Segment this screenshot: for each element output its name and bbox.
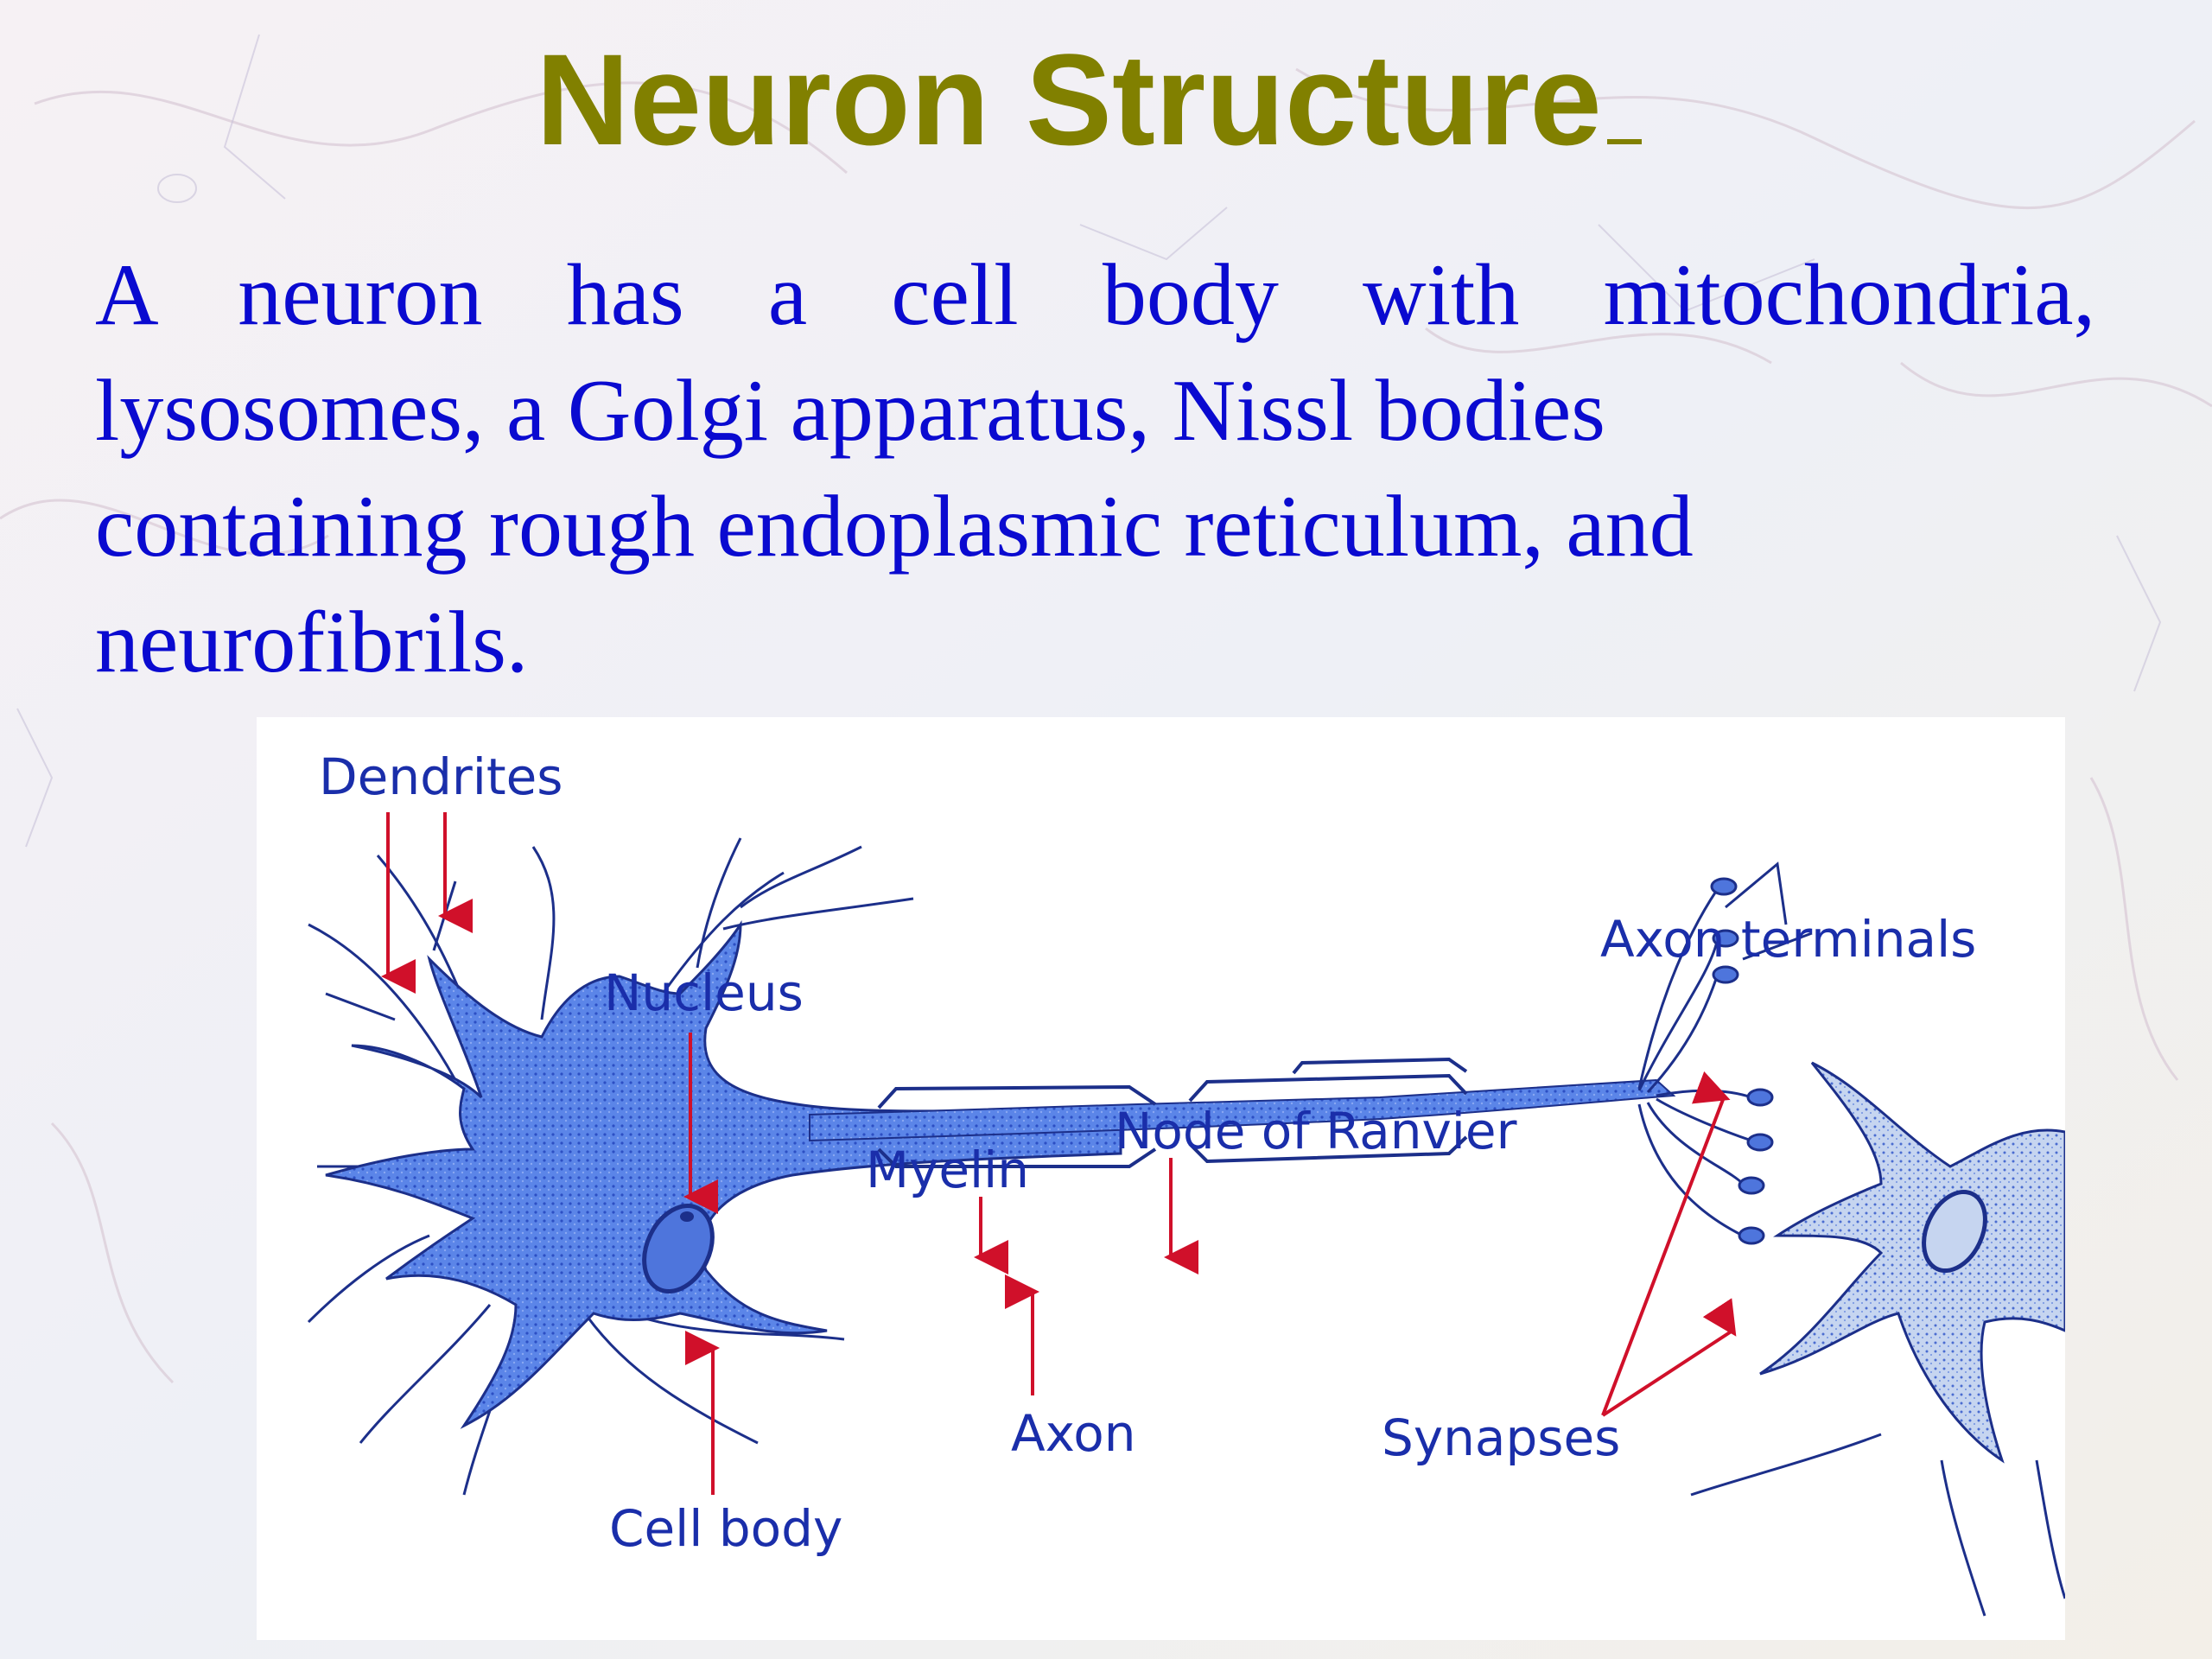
body-line-2: lysosomes, a Golgi apparatus, Nissl bodi… — [95, 362, 1605, 460]
myelin-sheaths — [877, 1057, 1468, 1168]
second-nucleus-shape — [1922, 1189, 1987, 1274]
synaptic-knobs — [1710, 877, 1774, 1245]
label-myelin: Myelin — [866, 1141, 1030, 1199]
label-synapses: Synapses — [1382, 1408, 1621, 1467]
slide-title-text: Neuron Structure — [536, 27, 1602, 172]
body-line-4: neurofibrils. — [95, 594, 529, 691]
neuron-diagram: Dendrites Nucleus Myelin Node of Ranvier… — [257, 717, 2065, 1640]
label-dendrites: Dendrites — [319, 747, 563, 806]
cell-body-shape — [325, 920, 1122, 1429]
second-neuron-shape — [1759, 1061, 2065, 1464]
body-line-1: A neuron has a cell body with mitochondr… — [95, 246, 2095, 344]
axon-shaft — [809, 1078, 1676, 1142]
label-cell-body: Cell body — [609, 1499, 843, 1558]
slide-body-text: A neuron has a cell body with mitochondr… — [95, 238, 2095, 701]
pointer-arrows — [381, 812, 1737, 1495]
label-axon: Axon — [1011, 1404, 1136, 1463]
body-line-3: containing rough endoplasmic reticulum, … — [95, 478, 1694, 575]
slide-title: Neuron Structure — [0, 35, 2177, 164]
neuron-illustration — [307, 812, 2065, 1617]
label-nucleus: Nucleus — [604, 963, 804, 1022]
label-axon-terminals: Axon terminals — [1600, 910, 1977, 969]
label-node-of-ranvier: Node of Ranvier — [1115, 1102, 1517, 1160]
title-cursor-mark — [1606, 139, 1642, 144]
